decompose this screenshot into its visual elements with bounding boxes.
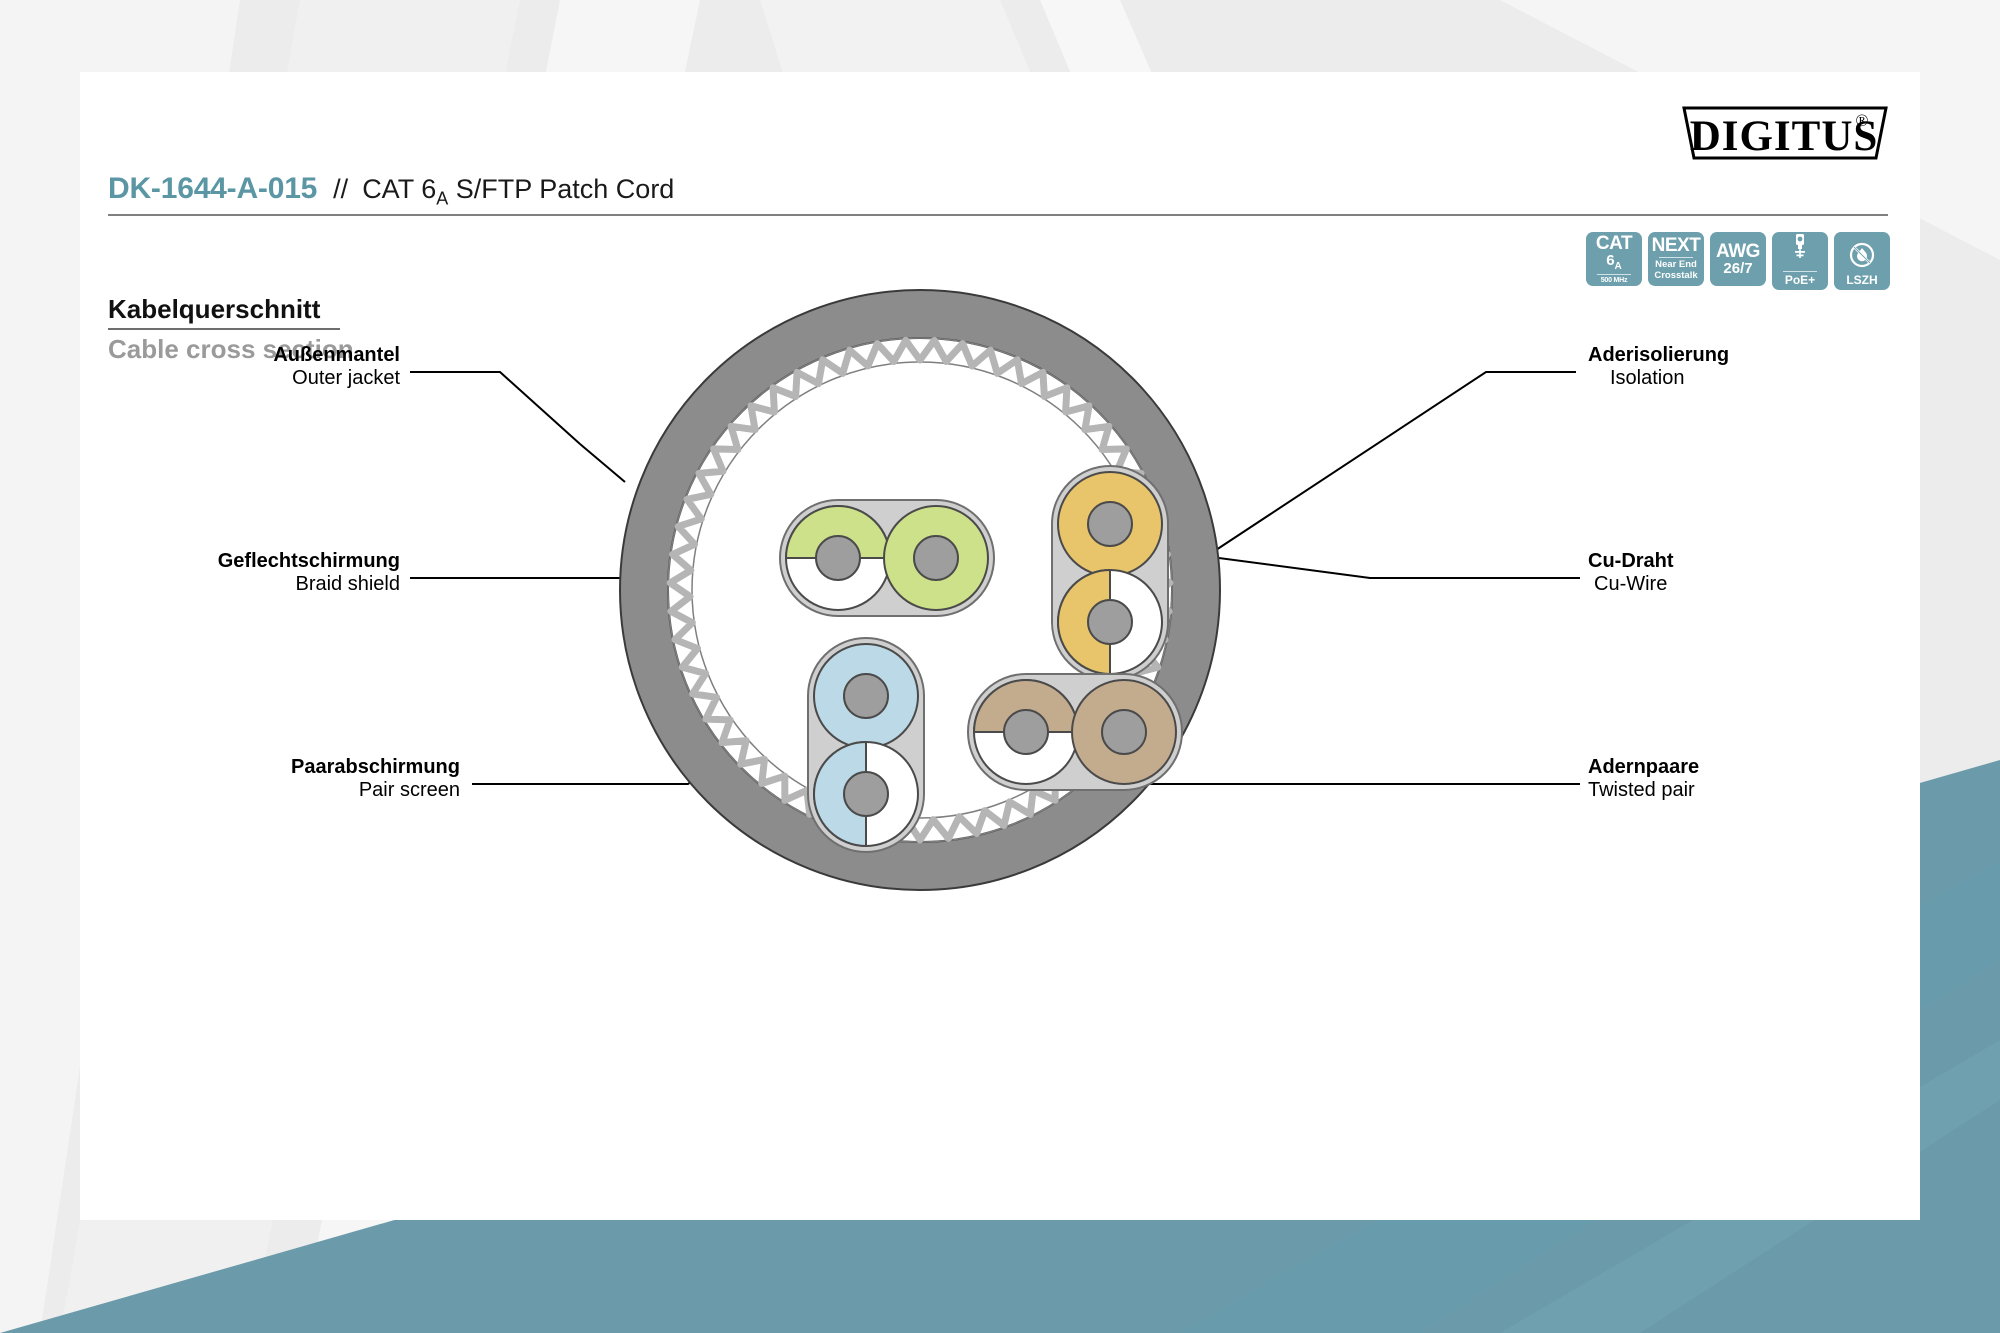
next-badge-line2: Near End (1655, 259, 1697, 271)
cat-badge-line2: 6A (1606, 253, 1622, 272)
cat-badge-class-sub: A (1614, 261, 1622, 272)
callout-pair-screen: Paarabschirmung Pair screen (160, 756, 460, 802)
leader-line-tips (579, 443, 626, 483)
callout-braid-shield-en: Braid shield (295, 573, 400, 595)
callout-twisted-pair: Adernpaare Twisted pair (1588, 756, 1888, 802)
title-divider (108, 214, 1888, 216)
product-name-suffix: S/FTP Patch Cord (448, 174, 675, 204)
digitus-logo: DIGITUS ® (1680, 102, 1890, 164)
product-name-prefix: CAT 6 (362, 174, 437, 204)
callout-braid-shield-de: Geflechtschirmung (217, 550, 400, 572)
cat-badge-frequency: 500 MHz (1600, 277, 1628, 284)
orange-pair (1051, 465, 1169, 681)
blue-wire-solid (813, 643, 919, 749)
orange-wire-striped (1057, 568, 1163, 676)
cat-badge-line1: CAT (1595, 233, 1633, 254)
callout-isolation: Aderisolierung Isolation (1588, 344, 1888, 390)
next-badge-line3: Crosstalk (1654, 270, 1698, 281)
next-badge-title: NEXT (1651, 235, 1701, 257)
callout-isolation-de: Aderisolierung (1588, 344, 1730, 366)
section-title-de: Kabelquerschnitt (108, 294, 321, 324)
blue-wire-striped (813, 740, 919, 848)
callout-outer-jacket-de: Außenmantel (273, 344, 400, 366)
page-title: DK-1644-A-015 // CAT 6A S/FTP Patch Cord (108, 172, 1888, 209)
feature-badges: CAT 6A 500 MHz NEXT Near End Crosstalk A… (1586, 232, 1890, 290)
product-name-subscript: A (436, 188, 449, 209)
cable-cross-section-diagram (80, 72, 1920, 1220)
registered-mark: ® (1856, 111, 1869, 130)
awg-badge: AWG 26/7 (1710, 232, 1766, 286)
callout-outer-jacket-en: Outer jacket (292, 367, 400, 389)
product-sku: DK-1644-A-015 (108, 172, 318, 205)
poe-badge-label: PoE+ (1784, 273, 1816, 287)
no-flame-icon (1849, 242, 1875, 272)
brown-wire-striped (972, 679, 1080, 785)
awg-badge-value: 26/7 (1723, 260, 1753, 277)
callout-cu-wire: Cu-Draht Cu-Wire (1588, 550, 1888, 596)
orange-wire-solid (1057, 471, 1163, 577)
callout-twisted-pair-en: Twisted pair (1588, 779, 1695, 801)
section-title-divider (108, 328, 340, 330)
poe-badge-divider (1783, 271, 1817, 272)
next-badge: NEXT Near End Crosstalk (1648, 232, 1704, 286)
brown-wire-solid (1071, 679, 1177, 785)
green-wire-striped (784, 505, 892, 611)
brown-pair (967, 673, 1183, 791)
product-name: CAT 6A S/FTP Patch Cord (362, 174, 674, 209)
green-wire-solid (883, 505, 989, 611)
rj45-connector-icon (1790, 233, 1810, 267)
callout-isolation-en: Isolation (1610, 367, 1685, 389)
callout-braid-shield: Geflechtschirmung Braid shield (100, 550, 400, 596)
green-pair (779, 499, 995, 617)
next-badge-divider (1659, 257, 1693, 259)
lszh-badge-label: LSZH (1846, 273, 1878, 287)
callout-pair-screen-en: Pair screen (358, 779, 460, 801)
lszh-badge: LSZH (1834, 232, 1890, 290)
callout-outer-jacket: Außenmantel Outer jacket (140, 344, 400, 390)
poe-badge: PoE+ (1772, 232, 1828, 290)
title-separator: // (333, 174, 349, 204)
cat-6a-badge: CAT 6A 500 MHz (1586, 232, 1642, 286)
callout-cu-wire-de: Cu-Draht (1588, 550, 1674, 572)
cat-badge-class: 6 (1606, 252, 1615, 269)
blue-pair (807, 637, 925, 853)
callout-cu-wire-en: Cu-Wire (1594, 573, 1668, 595)
section-title-en: Cable cross section (108, 334, 354, 364)
logo-wordmark: DIGITUS (1690, 113, 1879, 160)
document-sheet: DIGITUS ® DK-1644-A-015 // CAT 6A S/FTP … (80, 72, 1920, 1220)
callout-twisted-pair-de: Adernpaare (1588, 756, 1700, 778)
awg-badge-title: AWG (1716, 241, 1760, 262)
cat-badge-divider (1597, 274, 1631, 275)
callout-pair-screen-de: Paarabschirmung (291, 756, 460, 778)
